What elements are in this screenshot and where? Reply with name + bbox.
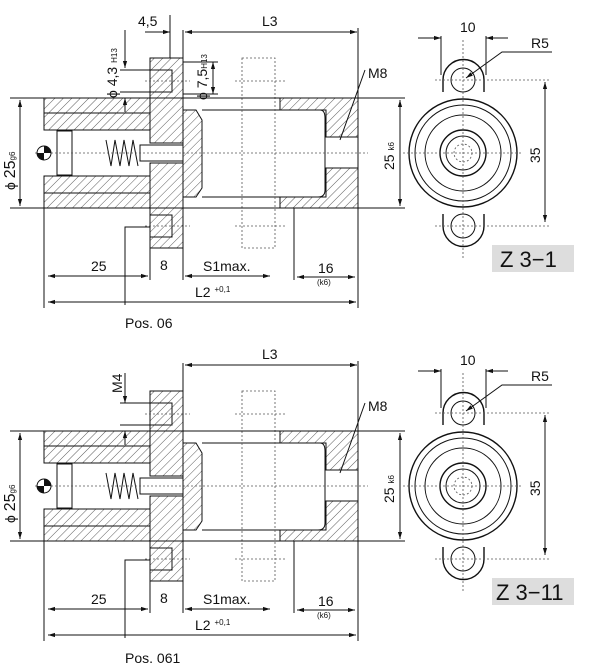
- dim-phi-25-g6: ϕ 25g6: [2, 484, 19, 523]
- side-dim-r5: R5: [531, 35, 549, 51]
- dim-l3: L3: [262, 13, 278, 29]
- dim-phi-7-5: ϕ 7,5H13: [194, 54, 210, 100]
- dim-16: 16: [318, 260, 334, 276]
- side-dim-35: 35: [527, 480, 543, 496]
- model-label: Z 3−11: [496, 580, 563, 605]
- dim-phi-4-3: ϕ 4,3 H13: [104, 48, 120, 98]
- dim-25: 25: [91, 258, 107, 274]
- dim-l2: L2 +0,1: [195, 617, 231, 633]
- dim-25-k6: 25 k6: [381, 142, 397, 170]
- thread-m8: M8: [368, 65, 388, 81]
- side-dim-10: 10: [460, 19, 476, 35]
- model-label: Z 3−1: [500, 247, 557, 272]
- dim-l3: L3: [262, 346, 278, 362]
- dim-8: 8: [160, 590, 168, 606]
- dim-phi-25-g6: ϕ 25g6: [2, 151, 19, 190]
- position-label: Pos. 061: [125, 650, 180, 666]
- dim-s1max: S1max.: [203, 258, 250, 274]
- dim-16-tol: (k6): [317, 611, 331, 620]
- drawing-z3-1: 4,5 ϕ 4,3 H13 ϕ 7,5H13 L3 M8 ϕ 25g6 25 k…: [2, 13, 574, 331]
- dim-8: 8: [160, 257, 168, 273]
- thread-m8: M8: [368, 398, 388, 414]
- dim-4-5: 4,5: [138, 13, 158, 29]
- position-label: Pos. 06: [125, 315, 173, 331]
- dim-s1max: S1max.: [203, 591, 250, 607]
- drawing-z3-11: M4 L3 M8 ϕ 25g6 25 k6 25 8 S1max. 16 (k6…: [2, 346, 574, 666]
- dim-25-k6: 25 k6: [381, 475, 397, 503]
- dim-16: 16: [318, 593, 334, 609]
- dim-m4: M4: [109, 373, 125, 393]
- side-dim-10: 10: [460, 352, 476, 368]
- dim-l2: L2 +0,1: [195, 284, 231, 300]
- side-dim-35: 35: [527, 147, 543, 163]
- side-dim-r5: R5: [531, 368, 549, 384]
- dim-16-tol: (k6): [317, 278, 331, 287]
- dim-25: 25: [91, 591, 107, 607]
